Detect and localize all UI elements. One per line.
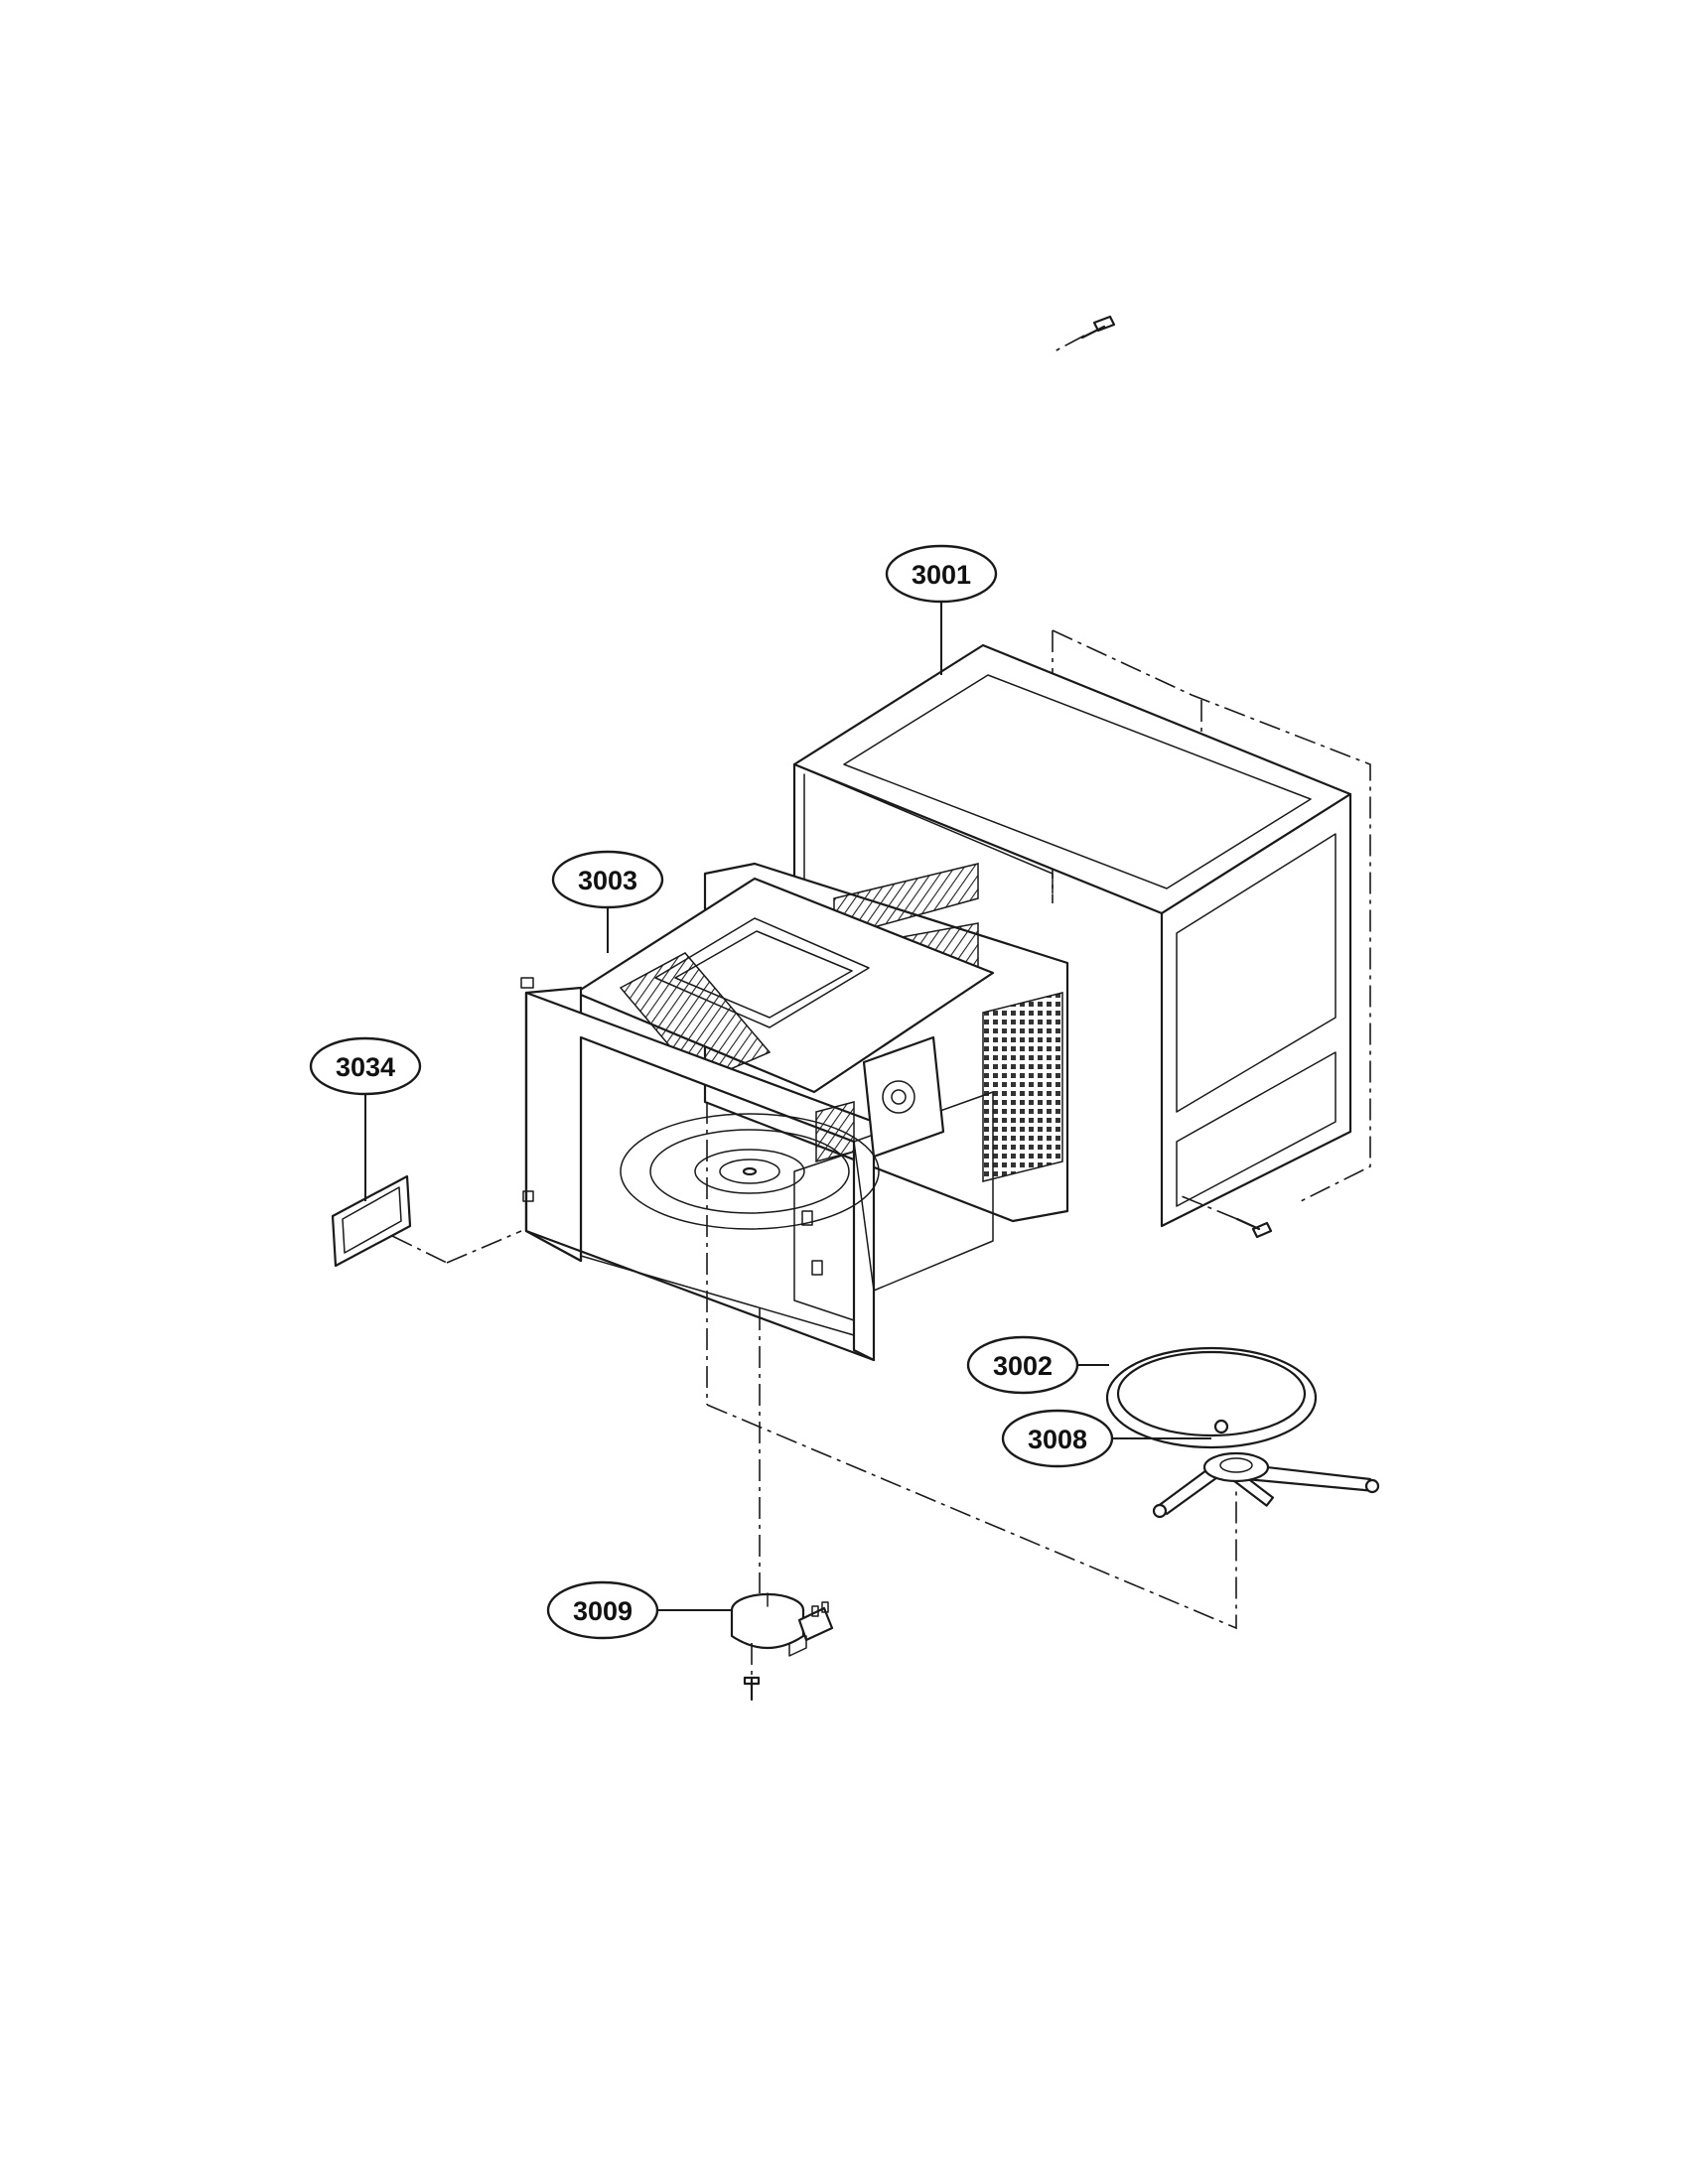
cavity-frame	[520, 862, 1069, 1362]
glass-tray	[1105, 1346, 1318, 1449]
screw-motor	[743, 1676, 761, 1702]
callout-label-3001: 3001	[912, 560, 971, 590]
callout-3001: 3001	[885, 544, 998, 675]
callout-label-3003: 3003	[578, 866, 637, 895]
assembly-lines	[706, 1102, 1237, 1630]
turntable-motor	[730, 1592, 834, 1702]
callout-3003: 3003	[551, 850, 664, 953]
waveguide-cover	[331, 1174, 522, 1268]
outer-case	[792, 315, 1371, 1239]
callout-label-3008: 3008	[1028, 1425, 1087, 1454]
roller-guide	[1152, 1419, 1380, 1519]
callout-label-3002: 3002	[993, 1351, 1053, 1381]
callout-label-3009: 3009	[573, 1596, 633, 1626]
callout-3034: 3034	[309, 1036, 422, 1201]
screw-top	[1080, 315, 1116, 340]
callout-label-3034: 3034	[336, 1052, 395, 1082]
callout-3009: 3009	[546, 1580, 732, 1640]
callout-3002: 3002	[966, 1335, 1109, 1395]
screw-bottom	[1235, 1217, 1273, 1239]
callout-3008: 3008	[1001, 1409, 1211, 1468]
